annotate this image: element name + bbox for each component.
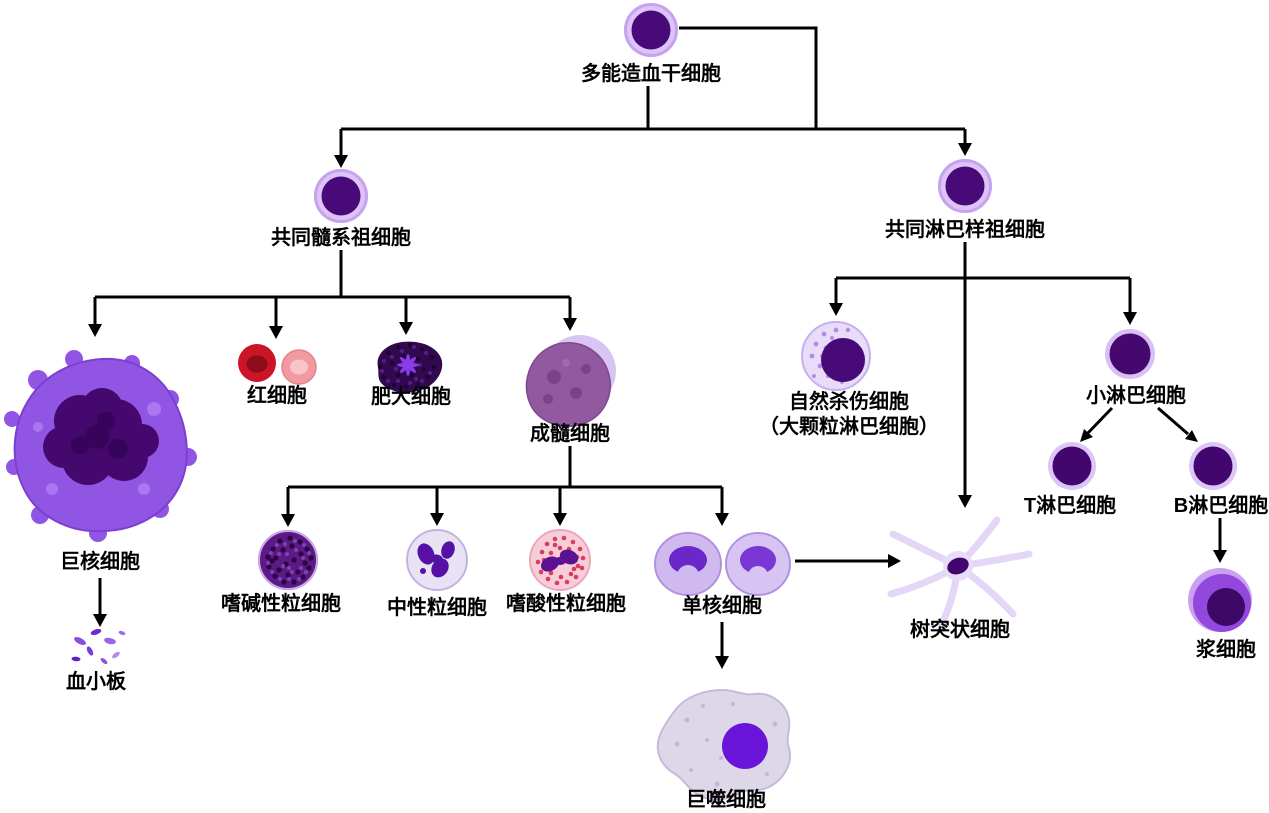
myeloblast-cell-icon (514, 333, 618, 433)
myeloblast-label: 成髓细胞 (530, 423, 610, 445)
dendritic-cell-icon (883, 500, 1033, 632)
macrophage-label: 巨噬细胞 (686, 789, 766, 811)
clp-cell-icon (936, 157, 994, 215)
plasma-cell-icon (1185, 565, 1255, 635)
hsc-label: 多能造血干细胞 (581, 63, 721, 85)
hsc-cell-icon (622, 1, 680, 59)
mast-cell-icon (366, 335, 450, 397)
eosinophil-label: 嗜酸性粒细胞 (506, 593, 626, 615)
b-cell-icon (1187, 440, 1239, 492)
macrophage-cell-icon (647, 684, 799, 806)
rbc-label: 红细胞 (247, 385, 307, 407)
monocyte-label: 单核细胞 (682, 595, 762, 617)
platelet-cell-icon (64, 621, 136, 673)
clp-label: 共同淋巴样祖细胞 (885, 219, 1045, 241)
rbc-cell-icon (232, 340, 324, 388)
dendritic-label: 树突状细胞 (910, 619, 1010, 641)
megakaryocyte-cell-icon (2, 347, 202, 543)
mast-label: 肥大细胞 (371, 386, 451, 408)
eosinophil-cell-icon (527, 527, 593, 593)
small-lymphocyte-cell-icon (1103, 327, 1157, 381)
nk-label-line2: （大颗粒淋巴细胞） (759, 416, 939, 438)
plasma-label: 浆细胞 (1196, 639, 1256, 661)
nk-cell-icon (798, 318, 874, 394)
small-lymphocyte-label: 小淋巴细胞 (1086, 385, 1186, 407)
t-cell-label: T淋巴细胞 (1023, 495, 1117, 517)
b-cell-label: B淋巴细胞 (1173, 495, 1269, 517)
monocyte-cell-icon (652, 527, 794, 599)
platelet-label: 血小板 (66, 671, 126, 693)
basophil-cell-icon (256, 528, 320, 592)
nk-label-line1: 自然杀伤细胞 (789, 391, 909, 413)
t-cell-icon (1046, 440, 1098, 492)
nk-label: 自然杀伤细胞 （大颗粒淋巴细胞） (759, 390, 939, 440)
neutrophil-cell-icon (404, 527, 470, 593)
neutrophil-label: 中性粒细胞 (387, 597, 487, 619)
cmp-cell-icon (312, 167, 370, 225)
megakaryocyte-label: 巨核细胞 (60, 551, 140, 573)
cmp-label: 共同髓系祖细胞 (271, 227, 411, 249)
basophil-label: 嗜碱性粒细胞 (221, 593, 341, 615)
